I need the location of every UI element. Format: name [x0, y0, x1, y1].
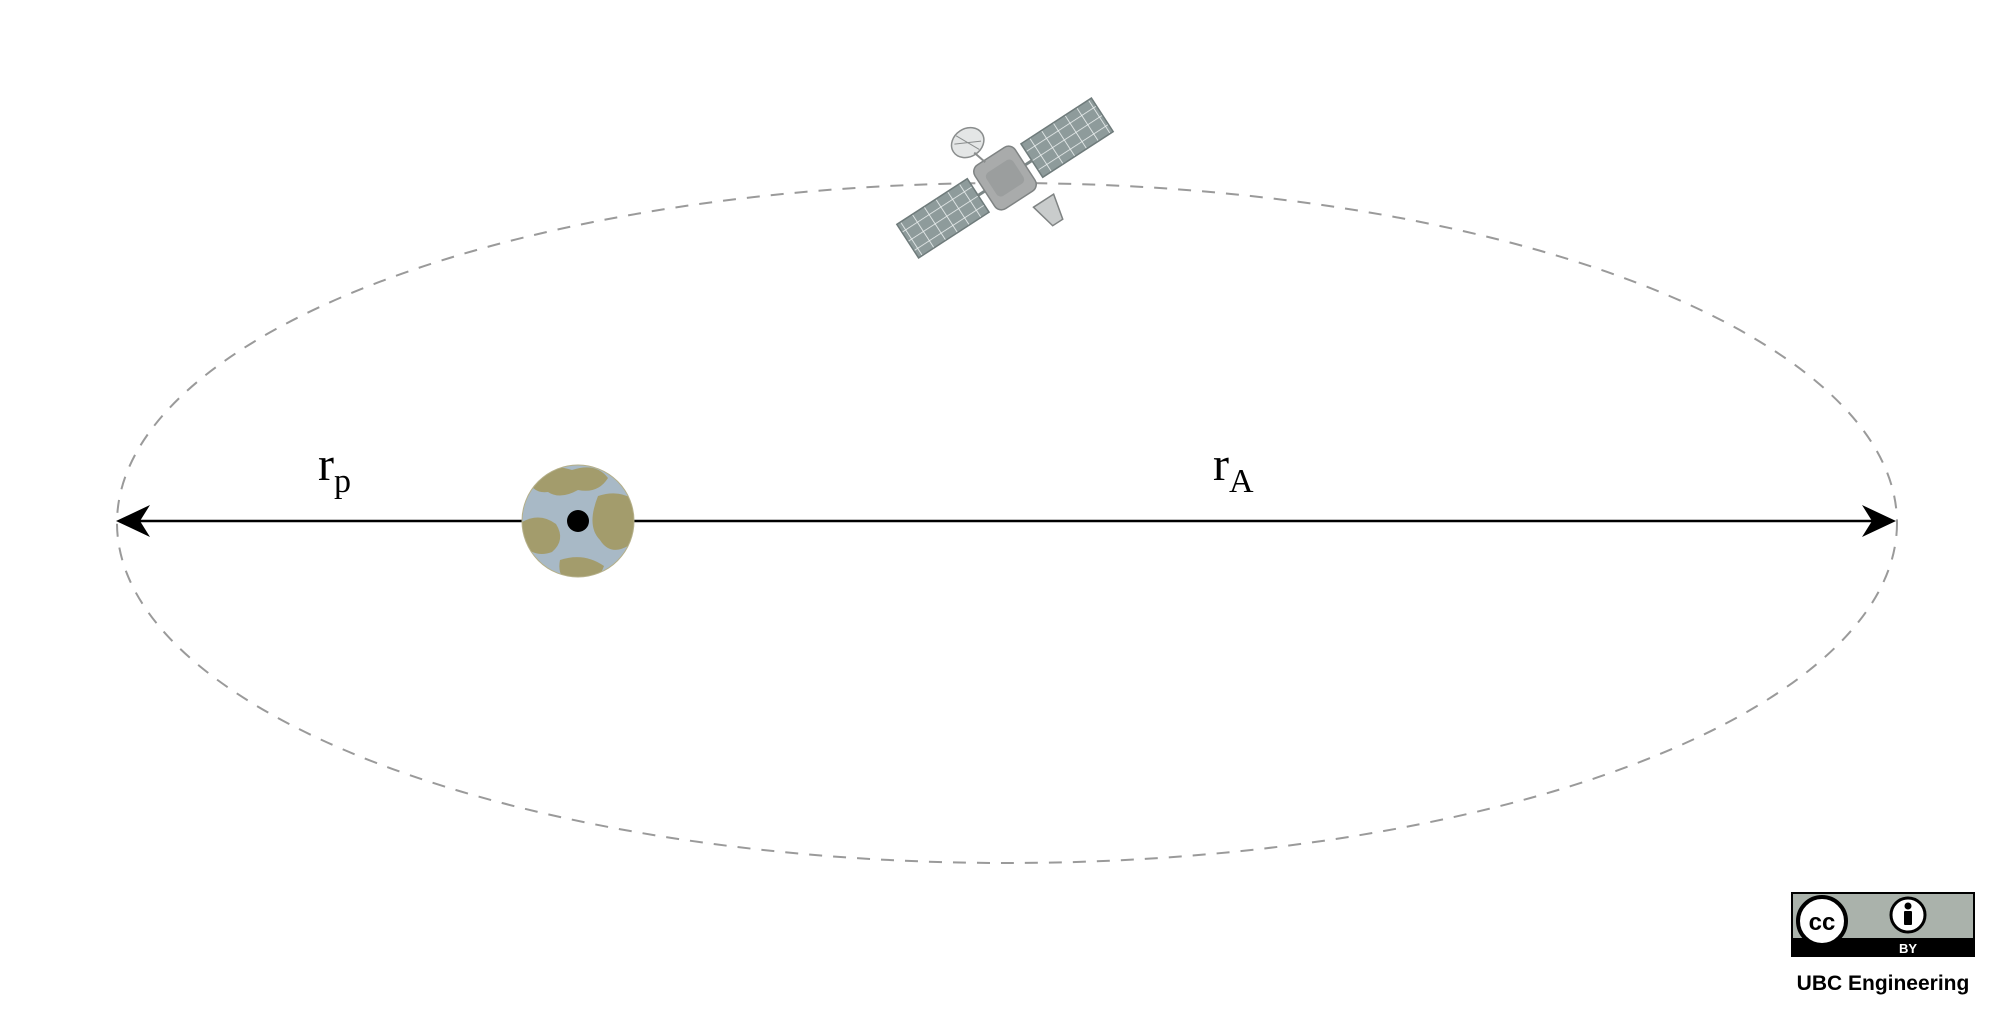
left-arrowhead	[116, 505, 150, 537]
satellite-icon	[895, 97, 1115, 259]
focus-point	[567, 510, 589, 532]
orbit-path	[116, 182, 1898, 864]
solar-panel-left	[895, 177, 991, 259]
license-badge: cc BY	[1791, 892, 1975, 957]
cc-icon	[1796, 895, 1848, 947]
periapsis-label: rp	[318, 438, 351, 500]
major-axis-arrow	[116, 505, 1896, 537]
apoapsis-label: rA	[1213, 438, 1254, 500]
by-text: BY	[1899, 941, 1917, 956]
credit-text: UBC Engineering	[1797, 972, 1970, 995]
cc-logo-text: cc	[1809, 909, 1836, 936]
dish-antenna	[950, 126, 986, 163]
solar-panel-right	[1019, 97, 1115, 179]
right-arrowhead	[1862, 505, 1896, 537]
thruster-cone	[1032, 192, 1064, 227]
